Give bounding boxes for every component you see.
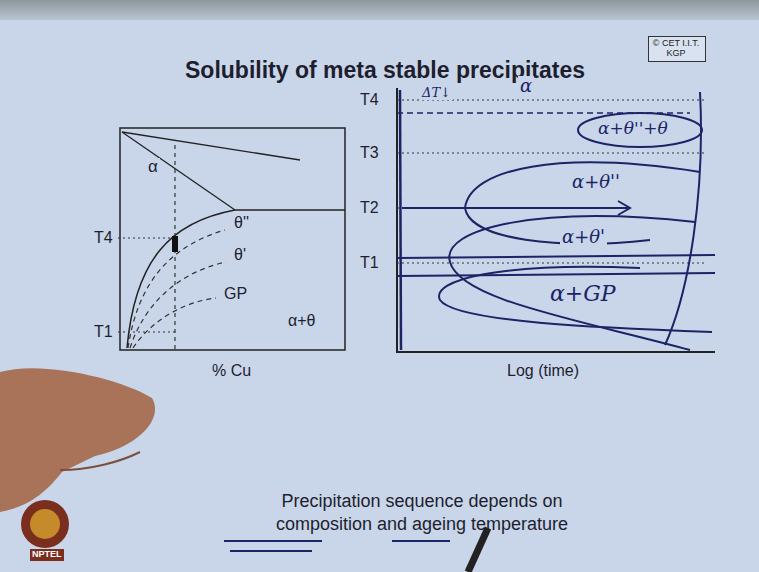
axis-label: Log (time) — [505, 362, 581, 380]
handwritten-note: α — [518, 76, 534, 96]
axis-label: % Cu — [210, 362, 253, 380]
phase-label: α — [146, 158, 160, 177]
temperature-label: T3 — [358, 144, 381, 162]
phase-label: θ'' — [232, 214, 251, 232]
temperature-label: T1 — [92, 323, 115, 341]
slide-caption: Precipitation sequence depends on compos… — [262, 490, 582, 537]
temperature-label: T2 — [358, 199, 381, 217]
handwritten-note: ΔT↓ — [420, 86, 453, 100]
handwritten-note: α+θ' — [560, 227, 607, 247]
handwritten-note: α+θ''+θ — [596, 119, 670, 138]
handwritten-note: α+θ'' — [570, 172, 622, 192]
temperature-label: T4 — [92, 229, 115, 247]
stamp-text: © CET I.I.T. KGP — [651, 39, 701, 59]
copyright-stamp: © CET I.I.T. KGP — [648, 36, 706, 62]
temperature-label: T4 — [358, 91, 381, 109]
temperature-label: T1 — [358, 254, 381, 272]
handwritten-note: α+GP — [548, 282, 618, 306]
phase-label: θ' — [232, 246, 248, 264]
phase-label: α+θ — [286, 312, 318, 330]
logo-text: NPTEL — [30, 549, 64, 561]
phase-label: GP — [222, 285, 249, 303]
